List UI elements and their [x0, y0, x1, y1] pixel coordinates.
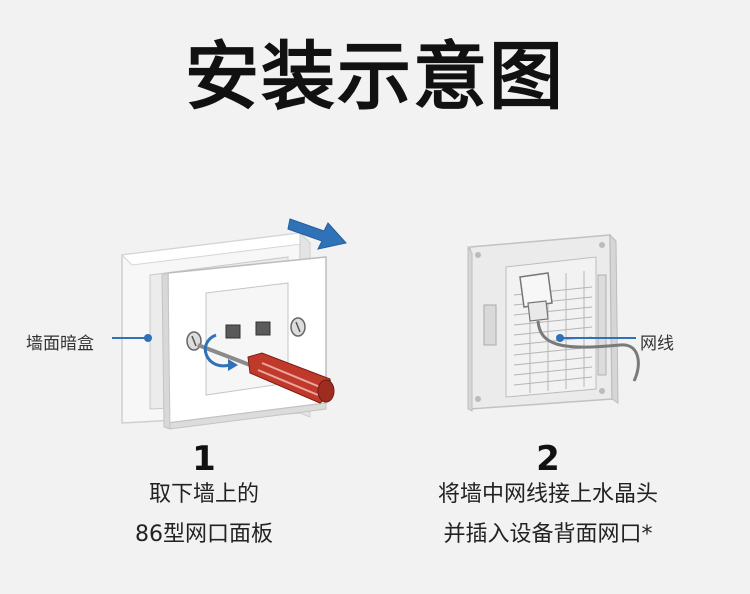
device-back-illustration: [467, 233, 619, 412]
installation-illustration: [112, 218, 640, 430]
step-2-line-1: 将墙中网线接上水晶头: [437, 482, 658, 507]
network-cable: [536, 320, 640, 382]
step-1-number: 1: [192, 439, 216, 479]
rj45-plug-icon: [519, 272, 553, 322]
step-2-line-2: 并插入设备背面网口*: [443, 522, 653, 547]
cable-label: 网线: [640, 334, 674, 354]
pull-arrow-icon: [287, 218, 347, 250]
rotate-arrow-icon: [203, 333, 231, 368]
wall-box-label: 墙面暗盒: [26, 334, 94, 354]
step-1-line-2: 86型网口面板: [135, 522, 273, 547]
wall-box-illustration: [120, 231, 327, 430]
page-title: 安装示意图: [185, 34, 565, 120]
step-2-number: 2: [536, 439, 560, 479]
step-1-line-1: 取下墙上的: [148, 482, 259, 507]
